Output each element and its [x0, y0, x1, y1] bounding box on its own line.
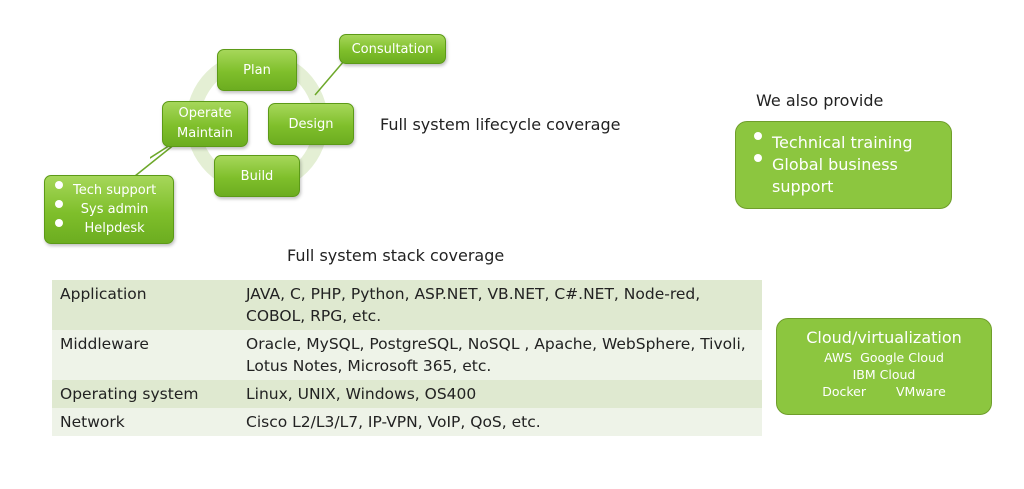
cloud-line1: AWS Google Cloud [824, 350, 944, 365]
node-design-label: Design [288, 116, 334, 132]
also-list: Technical training Global business suppo… [750, 132, 943, 198]
table-row: Application JAVA, C, PHP, Python, ASP.NE… [52, 280, 762, 330]
node-operate-maintain: Operate Maintain [162, 101, 248, 147]
row-category: Application [52, 280, 238, 330]
node-plan-label: Plan [243, 62, 271, 78]
support-list: Tech support Sys admin Helpdesk [45, 181, 156, 238]
table-row: Network Cisco L2/L3/L7, IP-VPN, VoIP, Qo… [52, 408, 762, 436]
also-item: Global business support [750, 154, 943, 198]
node-operate-label: Operate [178, 106, 232, 121]
node-plan: Plan [217, 49, 297, 91]
cloud-docker: Docker [822, 384, 866, 399]
stack-heading: Full system stack coverage [287, 246, 505, 265]
node-build: Build [214, 155, 300, 197]
node-build-label: Build [240, 168, 274, 184]
support-item: Sys admin [51, 200, 156, 219]
support-item: Helpdesk [51, 219, 156, 238]
cloud-box: Cloud/virtualization AWS Google Cloud IB… [776, 318, 992, 415]
row-category: Network [52, 408, 238, 436]
support-callout: Tech support Sys admin Helpdesk [44, 175, 174, 244]
table-row: Middleware Oracle, MySQL, PostgreSQL, No… [52, 330, 762, 380]
cloud-line2: IBM Cloud [852, 367, 916, 382]
also-heading: We also provide [756, 91, 884, 110]
row-items: Cisco L2/L3/L7, IP-VPN, VoIP, QoS, etc. [238, 408, 762, 436]
consultation-callout: Consultation [339, 34, 446, 64]
consultation-label: Consultation [351, 41, 434, 57]
lifecycle-caption: Full system lifecycle coverage [380, 115, 621, 134]
also-item: Technical training [750, 132, 943, 154]
node-maintain-label: Maintain [177, 126, 233, 141]
cloud-title: Cloud/virtualization [806, 328, 962, 347]
row-items: Oracle, MySQL, PostgreSQL, NoSQL , Apach… [238, 330, 762, 380]
cloud-vmware: VMware [896, 384, 946, 399]
row-category: Middleware [52, 330, 238, 380]
table-row: Operating system Linux, UNIX, Windows, O… [52, 380, 762, 408]
row-items: JAVA, C, PHP, Python, ASP.NET, VB.NET, C… [238, 280, 762, 330]
row-category: Operating system [52, 380, 238, 408]
stack-table: Application JAVA, C, PHP, Python, ASP.NE… [52, 280, 762, 436]
support-item: Tech support [51, 181, 156, 200]
cloud-line3: Docker VMware [777, 383, 991, 400]
node-design: Design [268, 103, 354, 145]
row-items: Linux, UNIX, Windows, OS400 [238, 380, 762, 408]
also-provide-box: Technical training Global business suppo… [735, 121, 952, 209]
